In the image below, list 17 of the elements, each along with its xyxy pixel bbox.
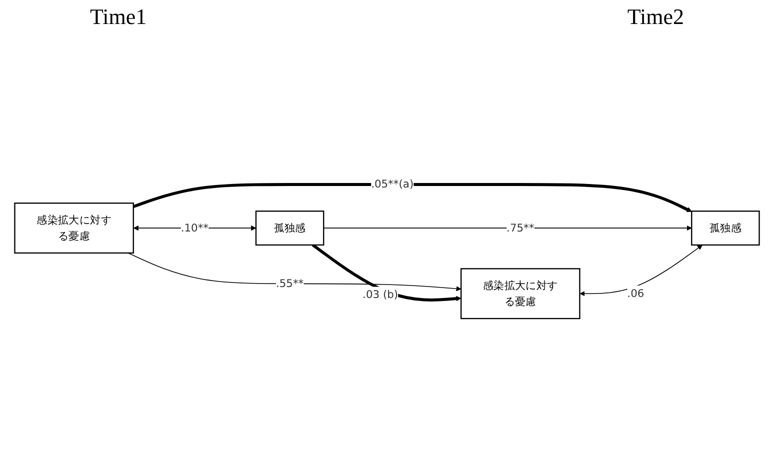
edge-label: .06 xyxy=(627,287,644,300)
arrow xyxy=(128,252,462,292)
edge-label: .05**(a) xyxy=(371,178,414,191)
node-box: 孤独感 xyxy=(691,210,760,246)
column-heading: Time1 xyxy=(90,4,147,30)
edge-label: .75** xyxy=(506,222,534,234)
edge-label: .10** xyxy=(180,222,209,234)
node-box: 感染拡大に対する憂慮 xyxy=(14,202,134,254)
node-box: 感染拡大に対する憂慮 xyxy=(460,268,580,320)
arrow xyxy=(312,244,462,302)
node-box: 孤独感 xyxy=(255,210,324,246)
arrow xyxy=(132,182,692,212)
arrow xyxy=(580,244,703,296)
edge-label: .55** xyxy=(276,277,304,290)
arrow xyxy=(323,225,692,231)
edge-label: .03 (b) xyxy=(362,288,398,301)
column-heading: Time2 xyxy=(627,4,684,30)
